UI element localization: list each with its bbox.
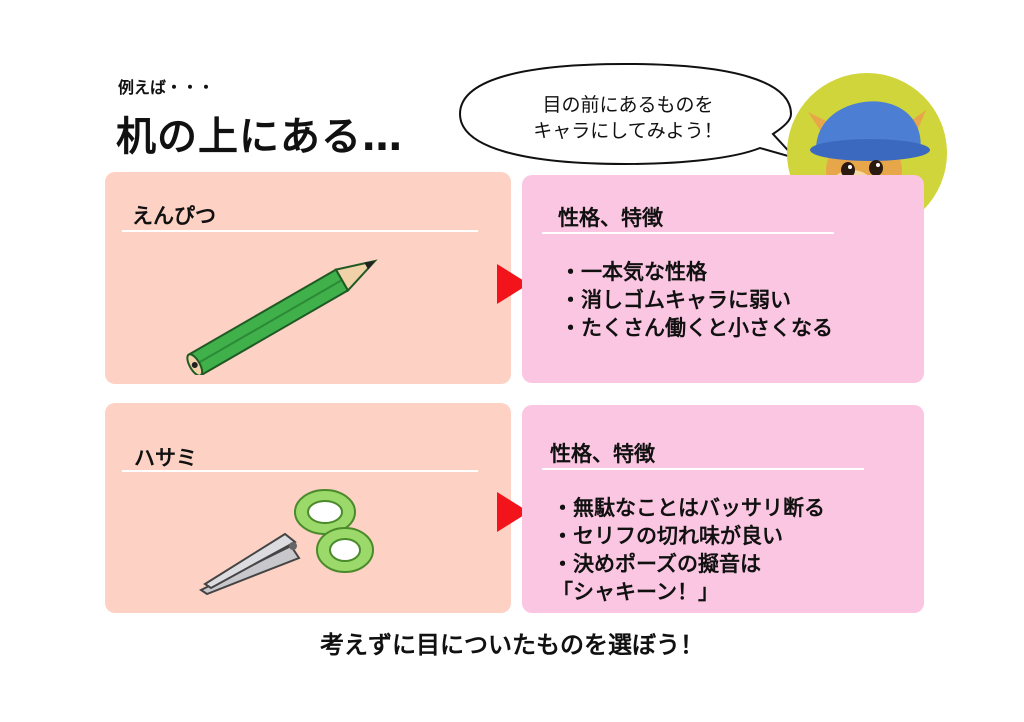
trait-heading-pencil: 性格、特徴 (558, 206, 663, 230)
trait-item: ・セリフの切れ味が良い (552, 524, 783, 548)
divider (542, 232, 834, 234)
trait-item: ・消しゴムキャラに弱い (560, 288, 791, 312)
trait-heading-scissors: 性格、特徴 (550, 442, 655, 466)
speech-line-2: キャラにしてみよう！ (533, 120, 723, 142)
speech-bubble-text: 目の前にあるものを キャラにしてみよう！ (478, 92, 778, 144)
speech-line-1: 目の前にあるものを (542, 94, 714, 116)
intro-text: 例えば・・・ (118, 78, 215, 97)
divider (542, 468, 864, 470)
footer-text: 考えずに目についたものを選ぼう！ (320, 631, 704, 659)
divider (122, 230, 478, 232)
trait-card-scissors (522, 405, 924, 613)
page-title: 机の上にある… (116, 114, 403, 160)
trait-item: ・一本気な性格 (560, 260, 707, 284)
trait-item: 「シャキーン！」 (552, 580, 719, 604)
trait-list-pencil: ・一本気な性格 ・消しゴムキャラに弱い ・たくさん働くと小さくなる (560, 258, 833, 342)
scissors-icon (198, 489, 374, 596)
trait-list-scissors: ・無駄なことはバッサリ断る ・セリフの切れ味が良い ・決めポーズの擬音は 「シャ… (552, 494, 825, 606)
divider (122, 470, 478, 472)
trait-item: ・たくさん働くと小さくなる (560, 316, 833, 340)
item-label-pencil: えんぴつ (132, 204, 216, 228)
item-label-scissors: ハサミ (134, 446, 197, 470)
speech-bubble (458, 62, 799, 166)
trait-card-pencil (522, 175, 924, 383)
trait-item: ・決めポーズの擬音は (552, 552, 761, 576)
trait-item: ・無駄なことはバッサリ断る (552, 496, 825, 520)
item-card-pencil (105, 172, 511, 384)
pencil-icon (186, 259, 378, 375)
